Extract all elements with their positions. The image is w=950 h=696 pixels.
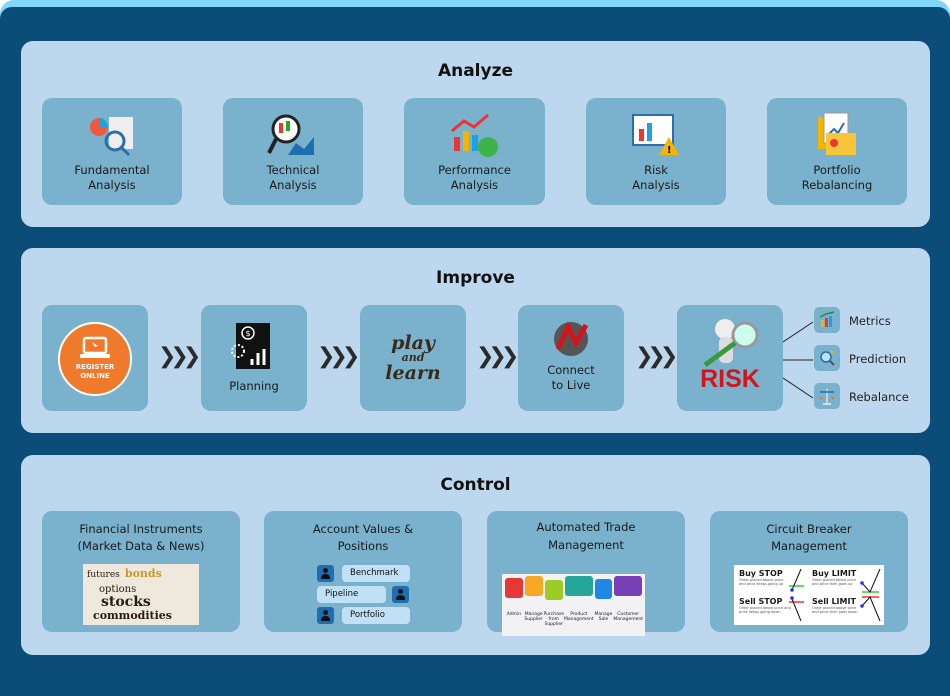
card-label-line1: Circuit Breaker [766, 522, 852, 536]
step-register-online[interactable]: REGISTER ONLINE [42, 305, 148, 411]
rebalance-scale-icon [814, 383, 840, 409]
step-risk[interactable]: RISK [677, 305, 783, 411]
card-label-line1: Account Values & [312, 522, 414, 536]
word: commodities [93, 609, 172, 622]
word: futures [87, 570, 120, 580]
workflow-step: Purchase from Supplier [544, 576, 564, 634]
improve-panel: Improve REGISTER ONLINE ❯❯❯ $ Planning ❯… [21, 248, 930, 433]
arrow-chevrons-icon: ❯❯❯ [317, 344, 360, 369]
planning-label: Planning [229, 379, 279, 393]
card-label-line1: Fundamental [74, 163, 150, 177]
analyze-title: Analyze [437, 61, 514, 81]
step-play-and-learn[interactable]: play and learn [360, 305, 466, 411]
portfolio-item: Portfolio [342, 607, 410, 624]
card-label-line1: Portfolio [813, 163, 861, 177]
step-connect-to-live[interactable]: Connect to Live [518, 305, 624, 411]
planning-icon: $ [231, 323, 270, 369]
person-icon [317, 607, 334, 624]
learn-word: learn [385, 362, 441, 384]
connect-logo-icon [554, 321, 589, 356]
portfolio-rebalancing-icon [818, 112, 856, 155]
laptop-icon [80, 336, 110, 358]
improve-title: Improve [436, 268, 515, 288]
word: options [99, 584, 137, 595]
control-panel: Control Financial Instruments (Market Da… [21, 455, 930, 655]
workflow-image: Admin Manage Supplier Purchase from Supp… [502, 574, 645, 636]
risk-label: RISK [700, 365, 760, 393]
card-label-line1: Automated Trade [536, 520, 636, 534]
pipeline-item: Pipeline [317, 586, 386, 603]
step-planning[interactable]: $ Planning [201, 305, 307, 411]
card-technical-analysis[interactable]: Technical Analysis [223, 98, 363, 205]
register-line2: ONLINE [80, 372, 110, 380]
card-label-line2: Management [771, 539, 847, 553]
svg-text:$: $ [246, 329, 251, 338]
card-label-line2: Analysis [632, 178, 680, 192]
fundamental-analysis-icon [90, 117, 133, 157]
svg-text:!: ! [667, 145, 672, 156]
and-word: and [401, 351, 425, 364]
arrow-chevrons-icon: ❯❯❯ [476, 344, 519, 369]
outcome-metrics[interactable]: Metrics [849, 314, 891, 328]
card-label-line2: Analysis [88, 178, 136, 192]
card-label-line2: Management [548, 538, 624, 552]
card-portfolio-rebalancing[interactable]: Portfolio Rebalancing [767, 98, 907, 205]
card-label-line2: (Market Data & News) [77, 539, 205, 553]
prediction-icon [814, 345, 840, 371]
play-word: play [391, 332, 435, 354]
connect-line2: to Live [551, 378, 591, 392]
card-financial-instruments[interactable]: Financial Instruments (Market Data & New… [42, 511, 240, 632]
card-label-line2: Analysis [450, 178, 499, 192]
outcome-rebalance[interactable]: Rebalance [849, 390, 909, 404]
workflow-step: Manage Supplier [524, 576, 544, 634]
workflow-step: Manage Sale [594, 576, 614, 634]
word: bonds [124, 567, 162, 580]
card-performance-analysis[interactable]: Performance Analysis [404, 98, 545, 205]
arrow-chevrons-icon: ❯❯❯ [158, 344, 201, 369]
outcome-prediction[interactable]: Prediction [849, 352, 907, 366]
workflow-step: Product Management [564, 576, 594, 634]
card-automated-trade[interactable]: Automated Trade Management Admin Manage … [487, 511, 685, 636]
performance-analysis-icon [450, 113, 498, 157]
card-label-line1: Technical [266, 163, 320, 177]
card-label-line1: Performance [438, 163, 511, 177]
person-icon [392, 586, 409, 603]
card-label-line1: Risk [644, 163, 668, 177]
benchmark-item: Benchmark [342, 565, 410, 582]
workflow-step: Customer Management [613, 576, 643, 634]
card-label-line2: Positions [337, 539, 389, 553]
card-risk-analysis[interactable]: ! Risk Analysis [586, 98, 726, 205]
control-title: Control [440, 475, 511, 495]
workflow-step: Admin [504, 576, 524, 634]
card-fundamental-analysis[interactable]: Fundamental Analysis [42, 98, 182, 205]
connect-line1: Connect [547, 363, 595, 377]
analyze-panel: Analyze Fundamental Analysis Technical A… [21, 41, 930, 227]
play-and-learn-art: play and learn [372, 319, 454, 397]
risk-analysis-icon: ! [632, 114, 679, 156]
register-online-badge: REGISTER ONLINE [58, 322, 132, 396]
price-arrows-icon [789, 568, 881, 622]
word-cloud-image: futures bonds options stocks commodities… [83, 564, 199, 625]
magnifier-figure-icon [703, 319, 759, 368]
card-label-line2: Rebalancing [801, 178, 873, 192]
card-label-line2: Analysis [269, 178, 317, 192]
technical-analysis-icon [267, 114, 314, 155]
arrow-chevrons-icon: ❯❯❯ [635, 344, 678, 369]
word: stocks [101, 594, 151, 610]
person-icon [317, 565, 334, 582]
register-line1: REGISTER [75, 363, 115, 371]
card-account-values[interactable]: Account Values & Positions Benchmark Pip… [264, 511, 462, 632]
connector-lines [783, 321, 814, 399]
metrics-icon [814, 307, 840, 333]
card-label-line1: Financial Instruments [79, 522, 203, 536]
